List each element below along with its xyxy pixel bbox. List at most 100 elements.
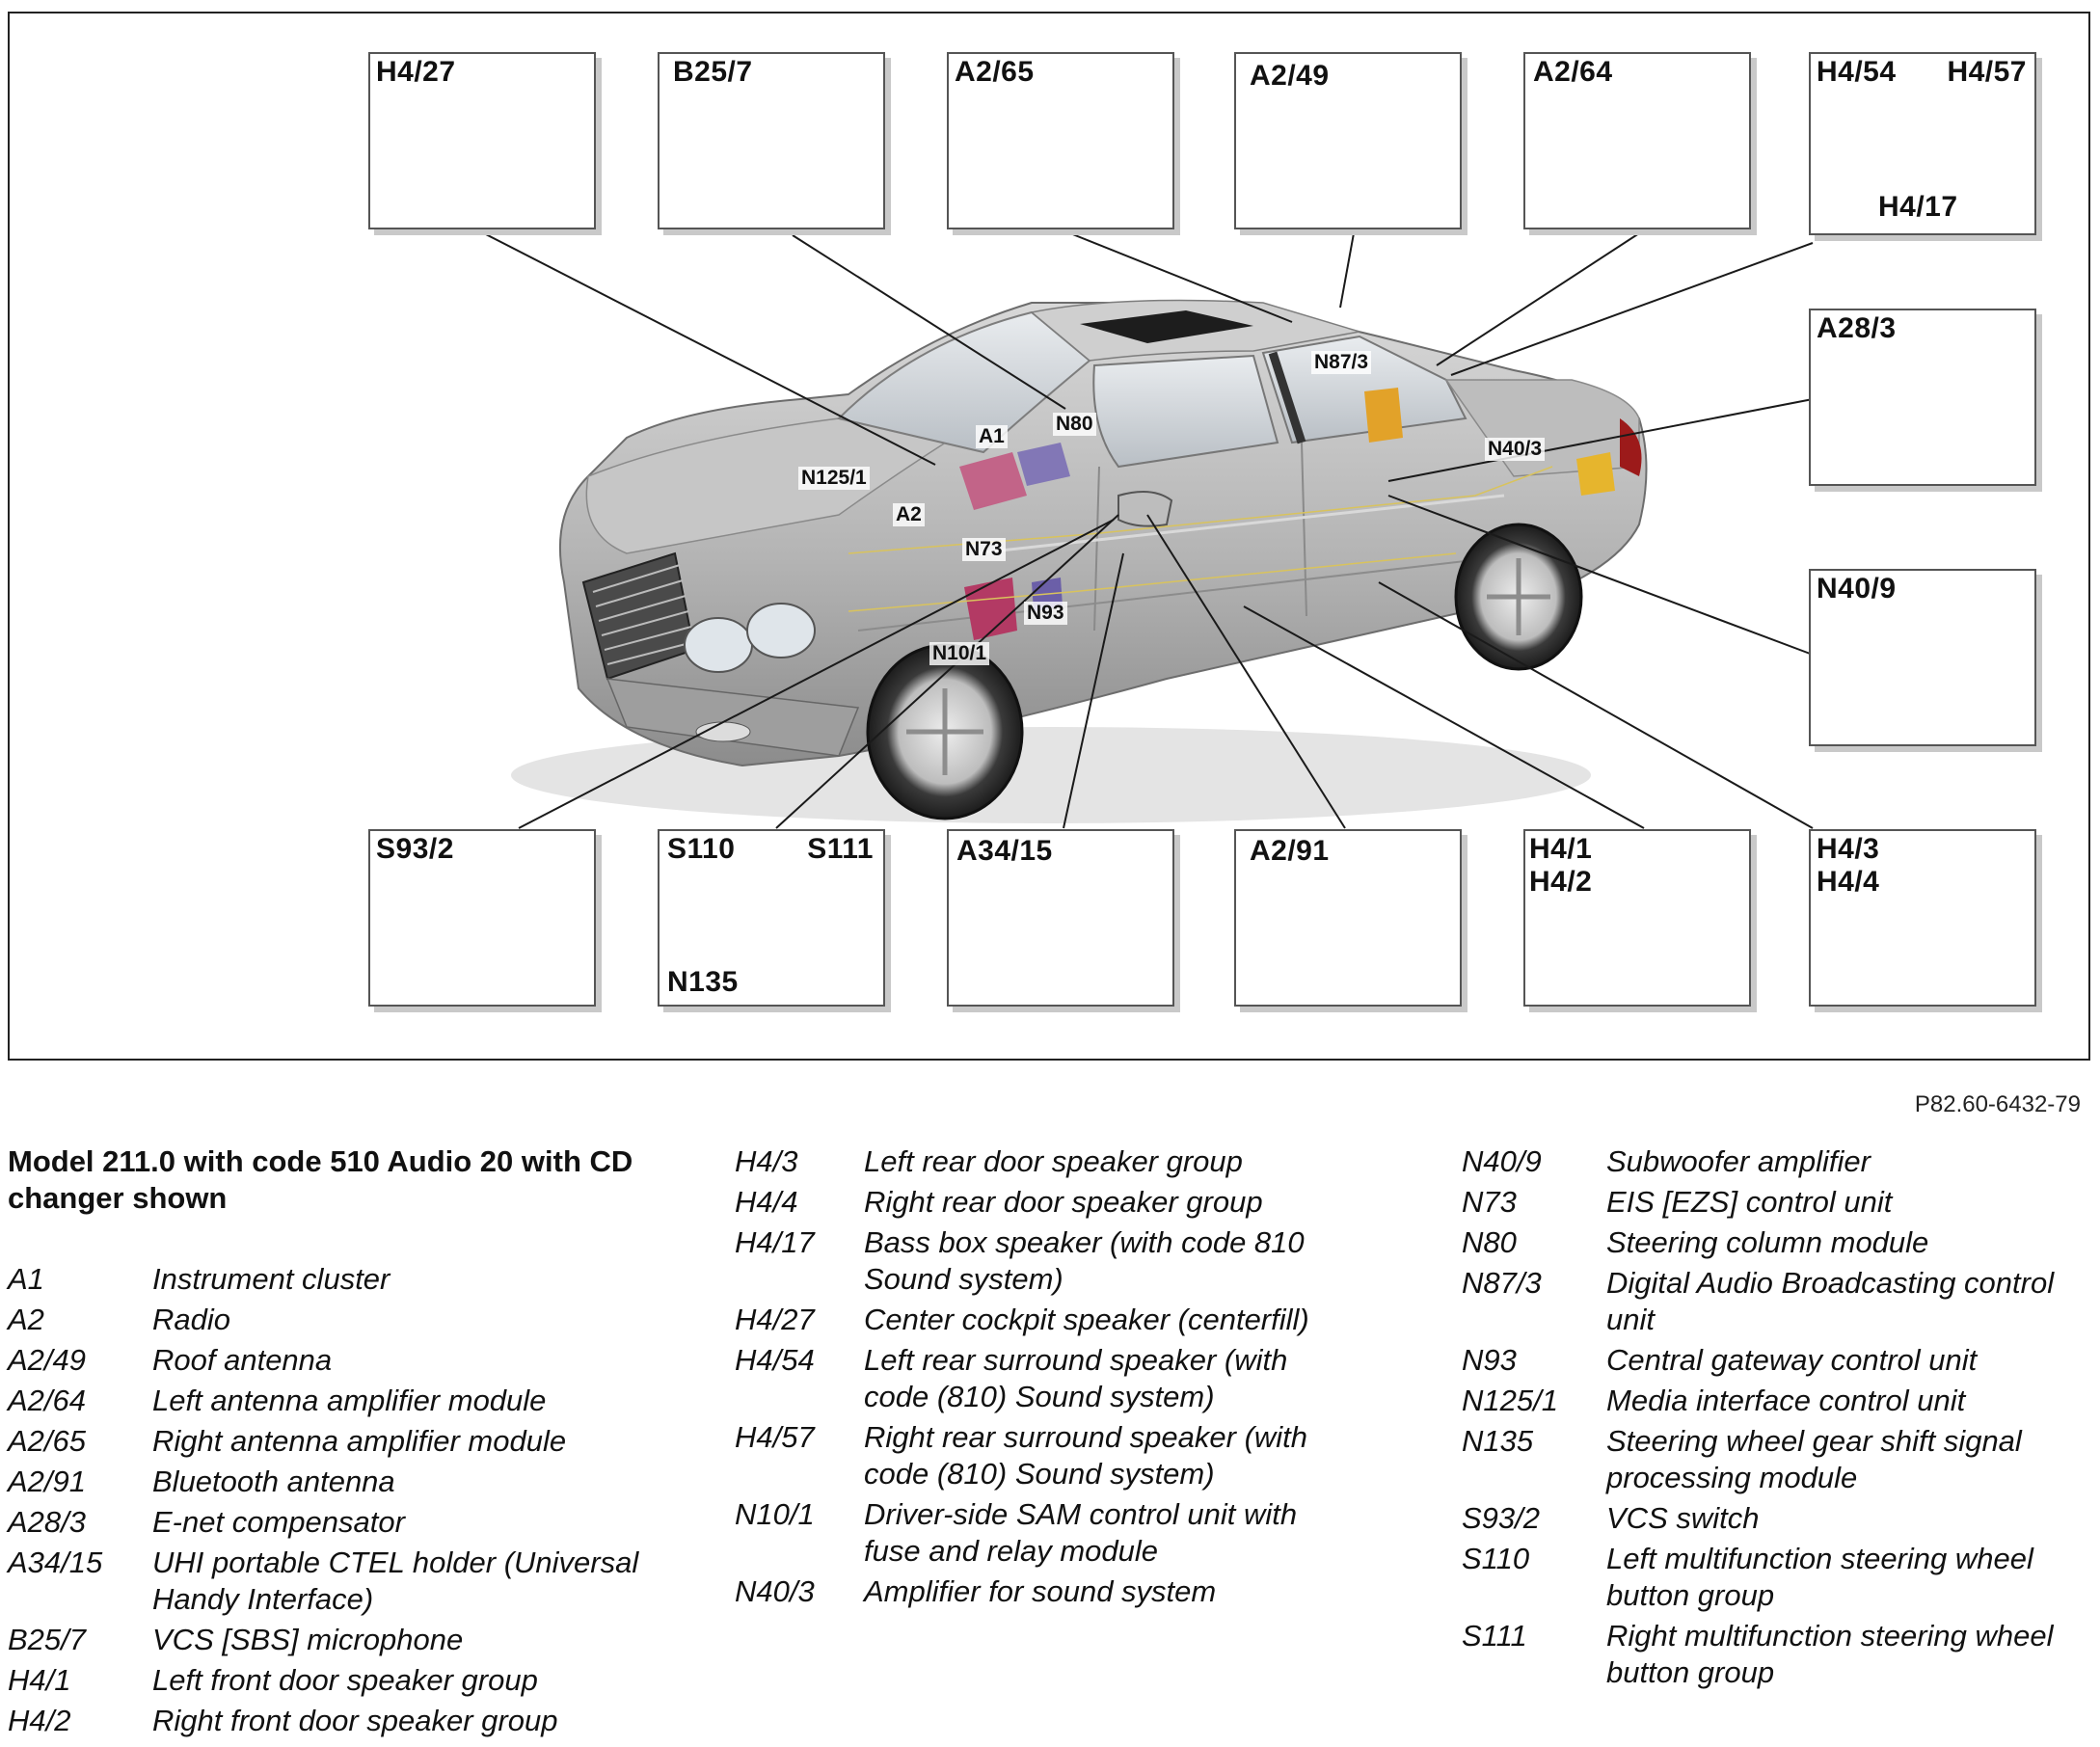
component-label: H4/54 [1817, 56, 1897, 88]
legend-row: N93 Central gateway control unit [1462, 1342, 2098, 1379]
legend-code: A2/91 [8, 1465, 87, 1498]
legend-row: A2/91 Bluetooth antenna [8, 1464, 663, 1500]
car-callout-a1: A1 [976, 425, 1008, 448]
legend-description: Left antenna amplifier module [152, 1384, 547, 1417]
legend-code: S93/2 [1462, 1501, 1541, 1535]
legend-description: Left front door speaker group [152, 1663, 538, 1697]
legend-description: Left rear surround speaker (with code (8… [864, 1343, 1288, 1413]
legend-description: Bass box speaker (with code 810 Sound sy… [864, 1225, 1305, 1296]
legend-row: A34/15 UHI portable CTEL holder (Universa… [8, 1545, 663, 1618]
legend-code: H4/1 [8, 1663, 71, 1697]
legend-description: Right rear surround speaker (with code (… [864, 1420, 1308, 1491]
legend-description: Right rear door speaker group [864, 1185, 1263, 1219]
legend-code: H4/57 [735, 1420, 815, 1454]
legend-row: H4/1 Left front door speaker group [8, 1662, 663, 1699]
component-label: H4/4 [1817, 866, 1880, 898]
legend-description: EIS [EZS] control unit [1606, 1185, 1893, 1219]
figure-reference-number: P82.60-6432-79 [1914, 1091, 2081, 1117]
legend-description: Right front door speaker group [152, 1704, 558, 1737]
legend-description: Center cockpit speaker (centerfill) [864, 1303, 1309, 1336]
legend-row: A2 Radio [8, 1302, 663, 1338]
legend-row: H4/54 Left rear surround speaker (with co… [735, 1342, 1352, 1415]
legend-code: N135 [1462, 1424, 1534, 1458]
legend-row: N135 Steering wheel gear shift signal pro… [1462, 1423, 2098, 1496]
legend-code: N73 [1462, 1185, 1517, 1219]
legend-code: B25/7 [8, 1623, 87, 1656]
component-label: A2/65 [955, 56, 1035, 88]
legend-title: Model 211.0 with code 510 Audio 20 with … [8, 1144, 633, 1215]
component-label: N135 [667, 966, 739, 998]
legend-row: B25/7 VCS [SBS] microphone [8, 1622, 663, 1658]
legend-code: S111 [1462, 1619, 1527, 1653]
legend-code: N125/1 [1462, 1384, 1558, 1417]
car-callout-n10-1: N10/1 [929, 642, 990, 665]
legend-code: H4/17 [735, 1225, 815, 1259]
car-callout-n87-3: N87/3 [1311, 351, 1372, 374]
component-box-n40-9: N40/9 [1809, 569, 2036, 746]
legend-description: Left rear door speaker group [864, 1144, 1243, 1178]
legend-code: S110 [1462, 1542, 1530, 1575]
component-label: H4/1 [1529, 833, 1593, 865]
component-label: A2/91 [1250, 835, 1330, 867]
legend-description: Bluetooth antenna [152, 1465, 395, 1498]
legend-description: Right multifunction steering wheel butto… [1606, 1619, 2054, 1689]
component-label: N40/9 [1817, 573, 1897, 605]
component-label: S110 [667, 833, 736, 865]
legend-row: H4/57 Right rear surround speaker (with c… [735, 1419, 1352, 1492]
component-box-h4-1: H4/1 H4/2 [1523, 829, 1751, 1007]
legend-code: N80 [1462, 1225, 1517, 1259]
legend-code: H4/27 [735, 1303, 815, 1336]
legend-description: Radio [152, 1303, 230, 1336]
component-box-a2-64: A2/64 [1523, 52, 1751, 229]
legend-row: S111 Right multifunction steering wheel b… [1462, 1618, 2098, 1691]
component-box-b25-7: B25/7 [658, 52, 885, 229]
component-label: H4/2 [1529, 866, 1593, 898]
car-callout-n73: N73 [962, 538, 1006, 561]
legend-code: H4/54 [735, 1343, 815, 1377]
component-label: A2/64 [1533, 56, 1613, 88]
legend-description: Subwoofer amplifier [1606, 1144, 1871, 1178]
legend-code: A2/64 [8, 1384, 87, 1417]
legend-code: N40/3 [735, 1574, 815, 1608]
car-callout-a2: A2 [893, 503, 925, 526]
legend-row: S110 Left multifunction steering wheel bu… [1462, 1541, 2098, 1614]
legend-code: A2 [8, 1303, 44, 1336]
legend-description: VCS [SBS] microphone [152, 1623, 464, 1656]
component-label: A28/3 [1817, 312, 1897, 344]
legend-code: H4/4 [735, 1185, 798, 1219]
component-label: A34/15 [956, 835, 1053, 867]
component-box-a34-15: A34/15 [947, 829, 1174, 1007]
component-box-s93-2: S93/2 [368, 829, 596, 1007]
legend-row: N40/3 Amplifier for sound system [735, 1573, 1352, 1610]
legend-description: Amplifier for sound system [864, 1574, 1217, 1608]
car-callout-n80: N80 [1053, 413, 1096, 436]
legend-description: Left multifunction steering wheel button… [1606, 1542, 2033, 1612]
component-label: H4/57 [1947, 56, 2027, 88]
legend-description: Central gateway control unit [1606, 1343, 1978, 1377]
legend-description: UHI portable CTEL holder (Universal Hand… [152, 1545, 639, 1616]
component-box-h4-3: H4/3 H4/4 [1809, 829, 2036, 1007]
car-callout-n93: N93 [1024, 602, 1067, 625]
legend-code: N93 [1462, 1343, 1517, 1377]
component-label: A2/49 [1250, 60, 1330, 92]
legend-description: Driver-side SAM control unit with fuse a… [864, 1497, 1298, 1568]
legend-code: A2/65 [8, 1424, 87, 1458]
legend-description: Steering wheel gear shift signal process… [1606, 1424, 2022, 1494]
legend-code: A1 [8, 1262, 44, 1296]
component-box-h4-27: H4/27 [368, 52, 596, 229]
component-label: B25/7 [673, 56, 753, 88]
component-box-a28-3: A28/3 [1809, 309, 2036, 486]
leader-lines [483, 232, 1814, 829]
legend-code: A34/15 [8, 1545, 103, 1579]
